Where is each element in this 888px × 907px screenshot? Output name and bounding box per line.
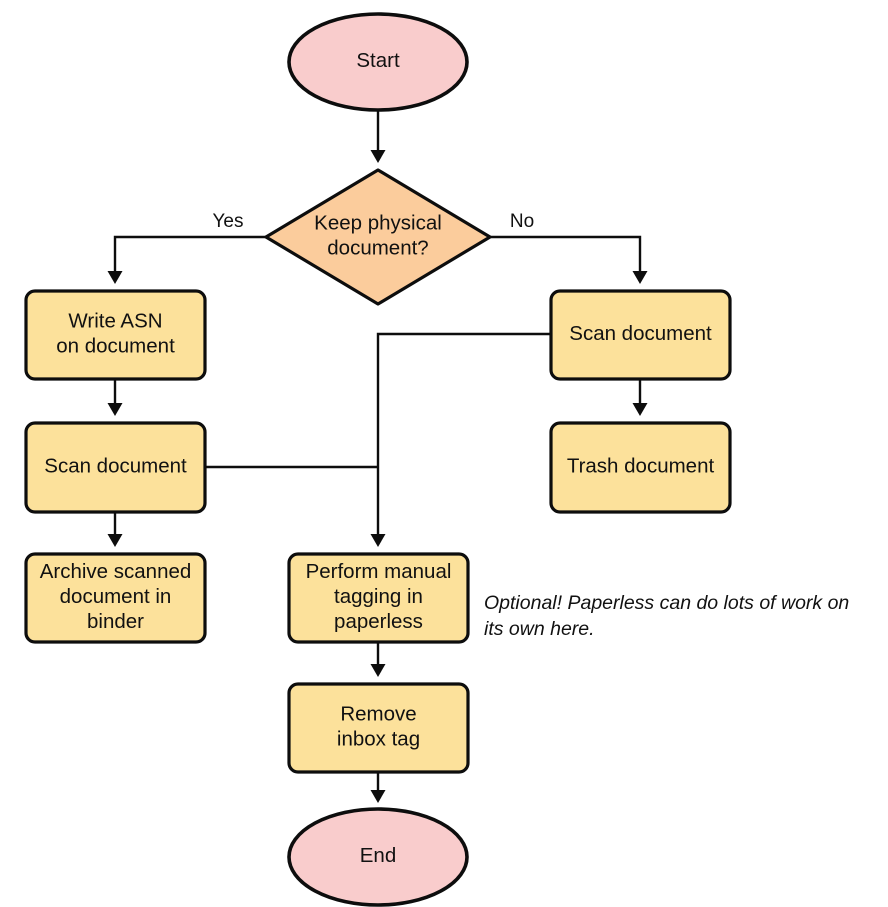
edge-scan-right-to-manual-tagging <box>370 332 551 547</box>
arrowhead-icon <box>107 271 123 284</box>
terminal-shape <box>287 807 469 907</box>
edge-line <box>490 235 642 272</box>
node-label: End <box>360 844 396 867</box>
edge-start-to-decision <box>370 110 386 163</box>
edge-label-decision-yes-to-write-asn: Yes <box>213 211 244 232</box>
terminal-shape <box>287 12 469 112</box>
edge-scan-right-to-trash <box>632 379 648 416</box>
node-label: Start <box>356 49 400 72</box>
node-trash[interactable]: Trash document <box>549 421 732 514</box>
process-shape <box>549 289 732 381</box>
process-shape <box>549 421 732 514</box>
arrowhead-icon <box>370 664 386 677</box>
arrowhead-icon <box>107 403 123 416</box>
node-label: Scan document <box>569 322 712 345</box>
node-label: Scan document <box>44 455 187 478</box>
process-shape <box>287 682 470 774</box>
edge-decision-no-to-scan-right <box>490 235 648 284</box>
arrowhead-icon <box>632 271 648 284</box>
edge-decision-yes-to-write-asn <box>107 235 266 284</box>
node-scan-right[interactable]: Scan document <box>549 289 732 381</box>
edge-write-asn-to-scan-left <box>107 379 123 416</box>
node-start[interactable]: Start <box>287 12 469 112</box>
annotation-optional-note: Optional! Paperless can do lots of work … <box>484 592 849 640</box>
edge-manual-tagging-to-remove-inbox <box>370 642 386 677</box>
arrowhead-icon <box>370 150 386 163</box>
process-shape <box>287 552 470 644</box>
edge-labels-layer: Yes No <box>213 211 535 232</box>
edge-remove-inbox-to-end <box>370 772 386 803</box>
process-shape <box>24 421 207 514</box>
arrowhead-icon <box>370 790 386 803</box>
arrowhead-icon <box>632 403 648 416</box>
annotations-layer: Optional! Paperless can do lots of work … <box>484 592 849 640</box>
process-shape <box>24 289 207 381</box>
arrowhead-icon <box>107 534 123 547</box>
decision-shape <box>264 168 492 306</box>
edge-line <box>113 235 266 272</box>
node-label: Trash document <box>567 455 715 478</box>
edges-layer <box>107 110 648 803</box>
node-end[interactable]: End <box>287 807 469 907</box>
edge-label-decision-no-to-scan-right: No <box>510 211 534 232</box>
edge-line <box>376 332 551 535</box>
process-shape <box>24 552 207 644</box>
arrowhead-icon <box>370 534 386 547</box>
edge-scan-left-to-archive <box>107 512 123 547</box>
node-scan-left[interactable]: Scan document <box>24 421 207 514</box>
